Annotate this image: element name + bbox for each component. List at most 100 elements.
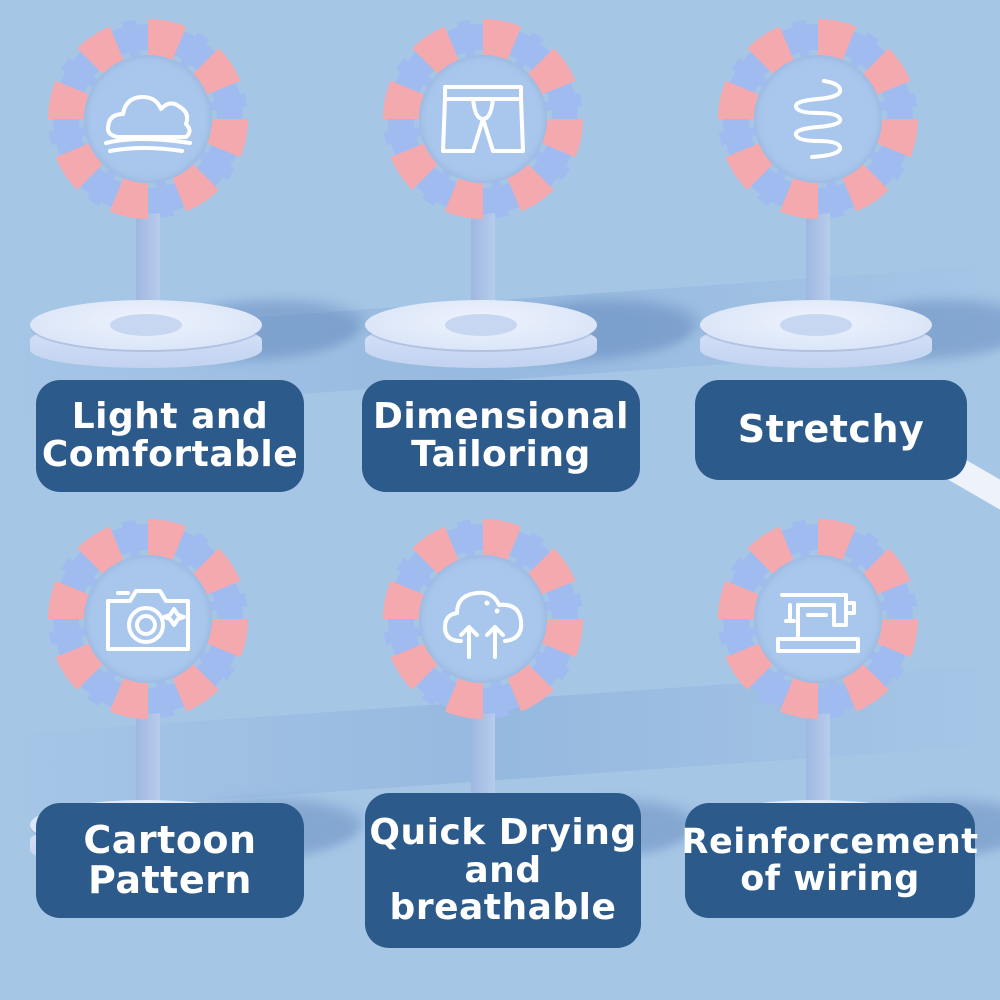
ring-segment-pink (528, 548, 576, 595)
ring-segment-pink (877, 119, 918, 158)
label-line: and (464, 849, 542, 891)
label-line: breathable (389, 887, 617, 929)
ring-band-blue (849, 532, 880, 569)
boxer-briefs-icon (441, 85, 525, 153)
ring-segment-pink (383, 580, 424, 619)
ring-band-blue (791, 519, 810, 558)
ring-band-blue (491, 180, 510, 219)
ring-band-blue (61, 557, 98, 588)
ring-band-blue (48, 127, 87, 146)
pedestal (365, 300, 597, 370)
ring-band-blue (756, 669, 787, 706)
ring-band-blue (456, 519, 475, 558)
ring-band-blue (179, 32, 210, 69)
ring-segment-pink (507, 164, 554, 212)
ring-band-blue (86, 669, 117, 706)
ring-band-blue (86, 169, 117, 206)
ring-band-blue (209, 592, 248, 611)
ring-segment-pink (412, 26, 459, 74)
ring-segment-pink (109, 678, 148, 719)
ring-band-blue (121, 19, 140, 58)
label-line: Comfortable (41, 434, 299, 475)
ring-band-blue (156, 180, 175, 219)
feature-stretchy: Stretchy (680, 0, 1000, 500)
ring-band-blue (533, 650, 570, 681)
ring-segment-pink (172, 664, 219, 712)
ring-band-blue (209, 92, 248, 111)
ring-band-blue (61, 57, 98, 88)
camera-icon (106, 589, 190, 651)
ring-band-blue (731, 57, 768, 88)
icon-disc (419, 55, 547, 183)
ring-band-blue (544, 92, 583, 111)
ring-band-blue (718, 627, 757, 646)
ring-segment-pink (193, 48, 241, 95)
ring-band-blue (849, 32, 880, 69)
ring-segment-pink (77, 26, 124, 74)
ring-segment-pink (383, 80, 424, 119)
feature-label: Stretchy (695, 380, 967, 480)
pedestal (700, 300, 932, 370)
ring-segment-pink (172, 164, 219, 212)
ring-segment-pink (507, 664, 554, 712)
ring-segment-pink (207, 119, 248, 158)
swim-ring (44, 515, 252, 723)
pedestal (30, 300, 262, 370)
ring-band-blue (198, 150, 235, 181)
label-line: Cartoon (83, 817, 257, 862)
icon-disc (84, 55, 212, 183)
ring-band-blue (156, 680, 175, 719)
icon-disc (419, 555, 547, 683)
ring-segment-pink (390, 643, 438, 690)
swim-ring (714, 515, 922, 723)
label-line: Pattern (88, 857, 252, 902)
ring-band-blue (383, 127, 422, 146)
pedestal-stage (345, 0, 713, 380)
ring-band-blue (121, 519, 140, 558)
ring-segment-pink (863, 48, 911, 95)
label-line: Dimensional (372, 396, 630, 438)
ring-segment-pink (842, 664, 889, 712)
ring-segment-pink (48, 80, 89, 119)
ring-band-blue (396, 557, 433, 588)
ring-segment-pink (77, 526, 124, 574)
spring-icon (793, 79, 843, 159)
ring-band-blue (491, 680, 510, 719)
ring-segment-pink (818, 19, 857, 60)
label-line: Quick Drying (369, 811, 637, 853)
ring-segment-pink (842, 164, 889, 212)
ring-band-blue (421, 169, 452, 206)
swim-ring (379, 515, 587, 723)
ring-segment-pink (444, 178, 483, 219)
sewing-machine-icon (776, 593, 860, 653)
ring-band-blue (791, 19, 810, 58)
label-line: Stretchy (737, 407, 925, 452)
ring-segment-pink (55, 643, 103, 690)
ring-segment-pink (542, 119, 583, 158)
ring-segment-pink (390, 143, 438, 190)
ring-band-blue (514, 32, 545, 69)
label-line: of wiring (740, 858, 920, 899)
swim-ring (714, 15, 922, 223)
ring-segment-pink (193, 548, 241, 595)
ring-band-blue (198, 650, 235, 681)
ring-band-blue (868, 150, 905, 181)
ring-band-blue (48, 627, 87, 646)
ring-segment-pink (747, 526, 794, 574)
ring-band-blue (396, 57, 433, 88)
ring-segment-pink (877, 619, 918, 658)
ring-segment-pink (412, 526, 459, 574)
ring-band-blue (826, 680, 845, 719)
icon-disc (84, 555, 212, 683)
ring-band-blue (383, 627, 422, 646)
ring-segment-pink (725, 143, 773, 190)
ring-segment-pink (207, 619, 248, 658)
